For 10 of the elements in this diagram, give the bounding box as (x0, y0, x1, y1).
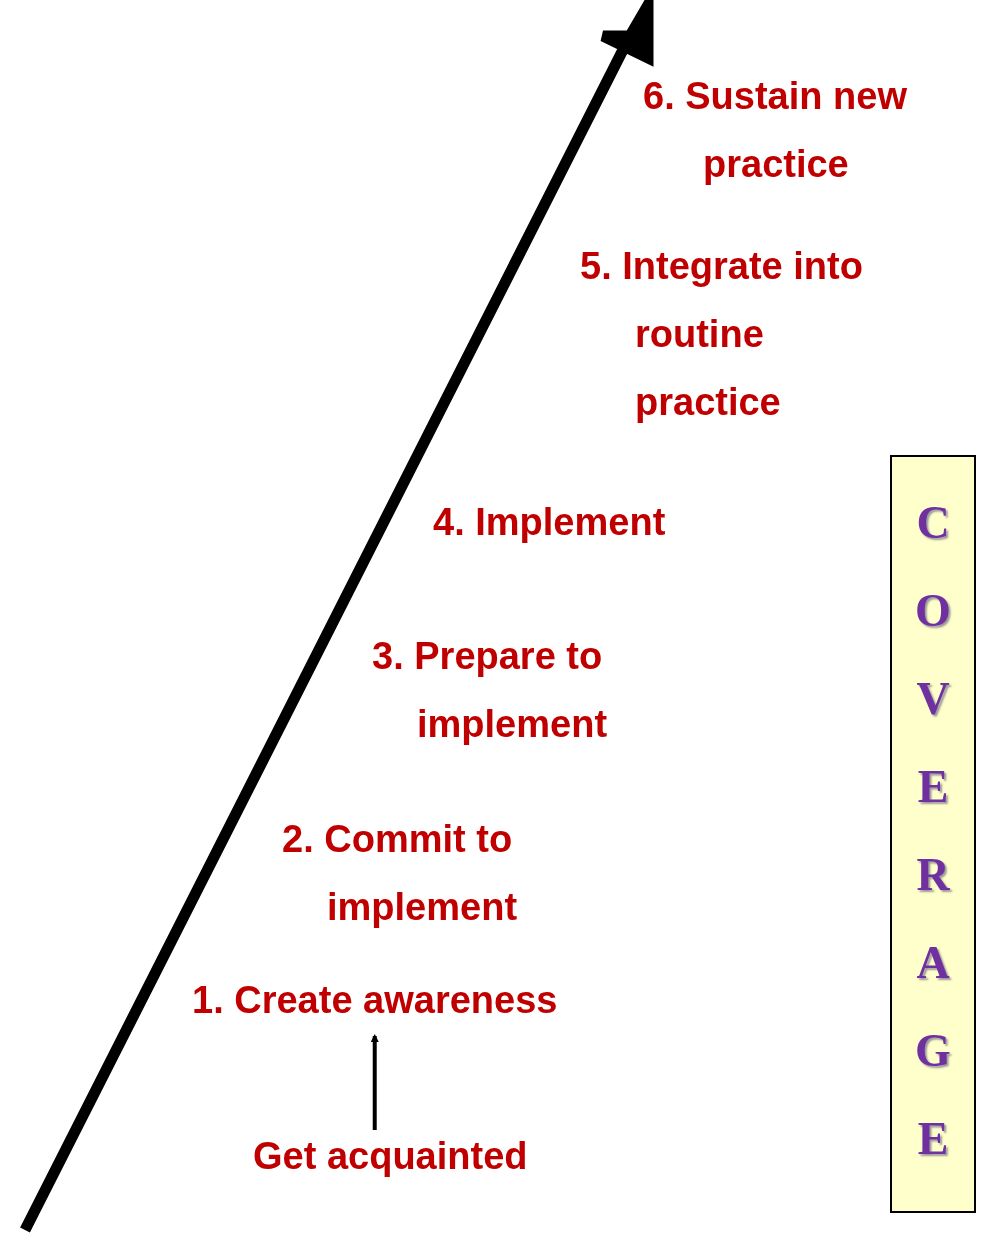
coverage-panel (890, 455, 976, 1213)
step-label: 1. Create awareness (192, 966, 558, 1034)
arrow (370, 1034, 379, 1130)
step-label: 2. Commit to implement (282, 817, 519, 930)
step-label: 6. Sustain new practice (643, 74, 908, 187)
step-label: 3. Prepare to implement (372, 634, 609, 747)
step-label: 5. Integrate into routine practice (580, 244, 864, 425)
step-label: Get acquainted (253, 1122, 528, 1190)
step-label: 4. Implement (433, 500, 667, 545)
vertical-word: COVERAGE (914, 496, 952, 1166)
